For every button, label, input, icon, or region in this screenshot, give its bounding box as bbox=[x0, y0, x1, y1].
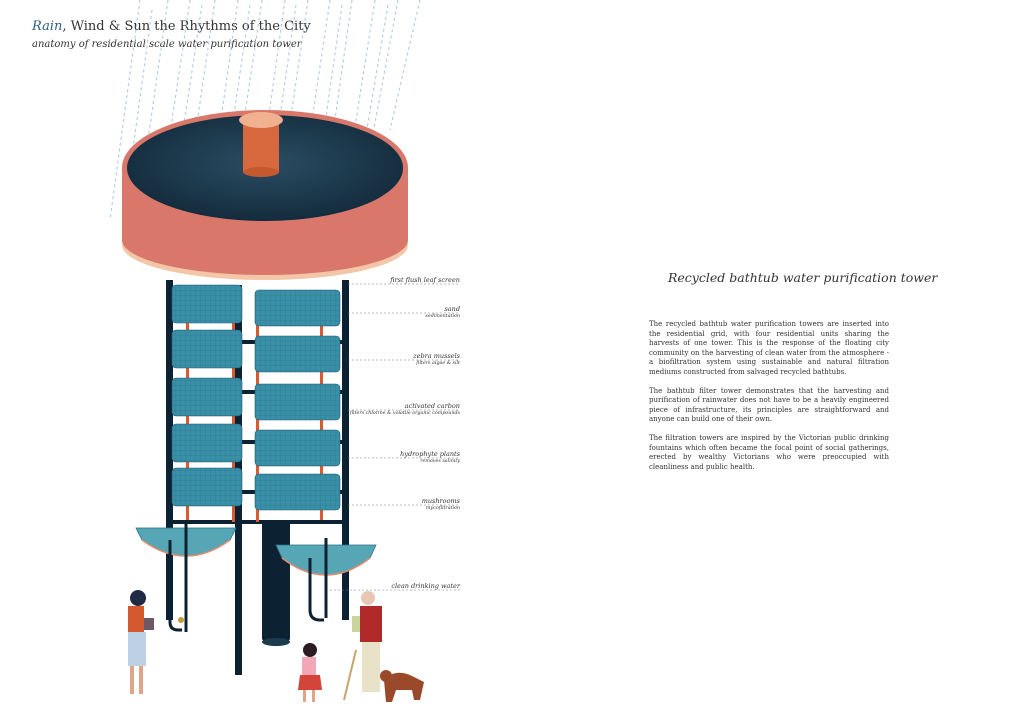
annotation-label: sand bbox=[444, 305, 460, 313]
annotation-label: hydrophyte plants bbox=[400, 450, 460, 458]
dog bbox=[380, 670, 424, 702]
annotation-sublabel: filters algae & silt bbox=[416, 361, 460, 366]
body-text: The recycled bathtub water purification … bbox=[649, 320, 889, 481]
annotation-zebra-mussels: zebra mussels filters algae & silt bbox=[413, 352, 460, 367]
person-child bbox=[298, 643, 322, 702]
annotation-sand: sand sedimentation bbox=[425, 305, 460, 320]
annotation-label: zebra mussels bbox=[413, 352, 460, 360]
annotation-sublabel: sedimentation bbox=[425, 314, 460, 319]
annotation-lines bbox=[330, 283, 460, 591]
section-heading: Recycled bathtub water purification towe… bbox=[668, 270, 938, 285]
annotation-activated-carbon: activated carbon filters chlorine & vola… bbox=[350, 402, 460, 417]
annotation-clean-water: clean drinking water bbox=[391, 582, 460, 590]
umbrella-left bbox=[135, 520, 237, 632]
annotation-sublabel: mycofiltration bbox=[425, 506, 460, 511]
title-highlight: Rain bbox=[32, 19, 63, 34]
page-subtitle: anatomy of residential scale water purif… bbox=[32, 39, 302, 50]
annotation-mushrooms: mushrooms mycofiltration bbox=[422, 497, 460, 512]
annotation-label: mushrooms bbox=[421, 497, 460, 505]
annotation-label: first flush leaf screen bbox=[390, 276, 460, 284]
person-elder bbox=[343, 591, 382, 701]
bathtubs bbox=[171, 284, 341, 511]
annotation-label: activated carbon bbox=[404, 402, 460, 410]
annotations: first flush leaf screen sand sedimentati… bbox=[0, 0, 460, 724]
annotation-sublabel: filters chlorine & volatile organic comp… bbox=[349, 411, 460, 416]
paragraph: The filtration towers are inspired by th… bbox=[649, 433, 889, 471]
reservoir bbox=[122, 110, 408, 280]
annotation-first-flush: first flush leaf screen bbox=[390, 276, 460, 284]
umbrella-right bbox=[275, 538, 377, 622]
annotation-label: clean drinking water bbox=[391, 582, 460, 590]
paragraph: The recycled bathtub water purification … bbox=[649, 320, 889, 376]
tower-illustration bbox=[109, 0, 460, 702]
annotation-hydrophyte: hydrophyte plants removes salinity bbox=[400, 450, 460, 465]
annotation-sublabel: removes salinity bbox=[420, 459, 460, 464]
person-woman bbox=[128, 590, 154, 694]
paragraph: The bathtub filter tower demonstrates th… bbox=[649, 386, 889, 424]
